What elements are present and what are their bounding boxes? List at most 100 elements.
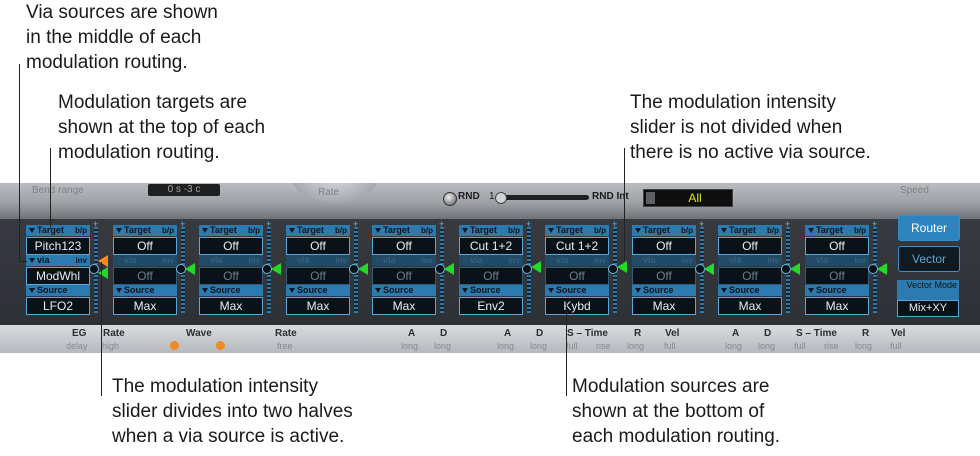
rnd-slider[interactable] — [495, 192, 589, 204]
intensity-pointer-icon[interactable] — [358, 263, 368, 275]
intensity-pointer-icon[interactable] — [98, 267, 108, 279]
chevron-down-icon — [548, 258, 554, 264]
vel1-label: Vel — [665, 328, 680, 339]
intensity-pointer-icon[interactable] — [617, 261, 627, 273]
plus-icon: + — [526, 219, 532, 229]
intensity-pointer-icon[interactable] — [790, 263, 800, 275]
wave-led-icon[interactable] — [216, 341, 225, 350]
via-value[interactable]: Off — [286, 267, 350, 285]
target-value[interactable]: Off — [199, 237, 263, 255]
target-value[interactable]: Off — [632, 237, 696, 255]
source-value[interactable]: Kybd — [545, 297, 609, 315]
rate2-label: Rate — [275, 328, 297, 339]
source-header[interactable]: Source — [545, 285, 609, 296]
chevron-down-icon — [116, 228, 122, 234]
target-value[interactable]: Off — [372, 237, 436, 255]
intensity-pointer-icon[interactable] — [185, 263, 195, 275]
router-button[interactable]: Router — [898, 215, 960, 241]
target-value[interactable]: Off — [718, 237, 782, 255]
source-value[interactable]: Max — [113, 297, 177, 315]
target-value[interactable]: Pitch123 — [26, 237, 90, 255]
source-header[interactable]: Source — [26, 285, 90, 296]
vector-mode-header[interactable]: Vector Mode — [897, 280, 959, 300]
target-value[interactable]: Cut 1+2 — [545, 237, 609, 255]
source-value[interactable]: Max — [805, 297, 869, 315]
vector-mode-value[interactable]: Mix+XY — [897, 300, 959, 317]
chevron-down-icon — [721, 228, 727, 234]
source-header[interactable]: Source — [805, 285, 869, 296]
source-header[interactable]: Source — [286, 285, 350, 296]
leader-not-divided — [624, 148, 625, 260]
target-value[interactable]: Cut 1+2 — [459, 237, 523, 255]
source-value[interactable]: Max — [372, 297, 436, 315]
intensity-pointer-icon[interactable] — [271, 263, 281, 275]
via-value[interactable]: Off — [805, 267, 869, 285]
source-header[interactable]: Source — [459, 285, 523, 296]
source-value[interactable]: Max — [199, 297, 263, 315]
intensity-pointer-icon[interactable] — [98, 255, 108, 267]
chevron-down-icon — [462, 228, 468, 234]
rnd-slider-thumb[interactable] — [495, 192, 507, 204]
chevron-down-icon — [202, 288, 208, 294]
bend-range-display[interactable]: 0 s -3 c — [148, 184, 220, 196]
source-header[interactable]: Source — [199, 285, 263, 296]
chevron-down-icon — [635, 258, 641, 264]
via-value[interactable]: Off — [545, 267, 609, 285]
intensity-pointer-icon[interactable] — [704, 263, 714, 275]
intensity-pointer-icon[interactable] — [877, 263, 887, 275]
vector-button[interactable]: Vector — [898, 246, 960, 272]
via-value[interactable]: Off — [113, 267, 177, 285]
intensity-pointer-icon[interactable] — [531, 261, 541, 273]
source-header[interactable]: Source — [718, 285, 782, 296]
source-value[interactable]: LFO2 — [26, 297, 90, 315]
target-value[interactable]: Off — [805, 237, 869, 255]
via-value[interactable]: Off — [372, 267, 436, 285]
source-header[interactable]: Source — [372, 285, 436, 296]
knob-icon[interactable] — [290, 183, 380, 203]
source-value[interactable]: Max — [718, 297, 782, 315]
s-time2-label: S – Time — [796, 328, 837, 339]
via-value[interactable]: Off — [632, 267, 696, 285]
rnd-target-menu[interactable]: All — [643, 189, 733, 207]
wave-led-icon[interactable] — [170, 341, 179, 350]
plus-icon: + — [872, 219, 878, 229]
source-value[interactable]: Env2 — [459, 297, 523, 315]
source-value[interactable]: Max — [286, 297, 350, 315]
source-header[interactable]: Source — [632, 285, 696, 296]
via-value[interactable]: Off — [199, 267, 263, 285]
source-header[interactable]: Source — [113, 285, 177, 296]
a2-sub: long — [497, 341, 515, 351]
via-value[interactable]: Off — [459, 267, 523, 285]
source-value[interactable]: Max — [632, 297, 696, 315]
plus-icon: + — [93, 219, 99, 229]
via-value[interactable]: Off — [718, 267, 782, 285]
chevron-down-icon — [289, 228, 295, 234]
rnd-button[interactable] — [443, 192, 457, 206]
intensity-pointer-icon[interactable] — [444, 263, 454, 275]
via-value[interactable]: ModWhl — [26, 267, 90, 285]
target-value[interactable]: Off — [113, 237, 177, 255]
target-value[interactable]: Off — [286, 237, 350, 255]
d2-sub: long — [530, 341, 548, 351]
